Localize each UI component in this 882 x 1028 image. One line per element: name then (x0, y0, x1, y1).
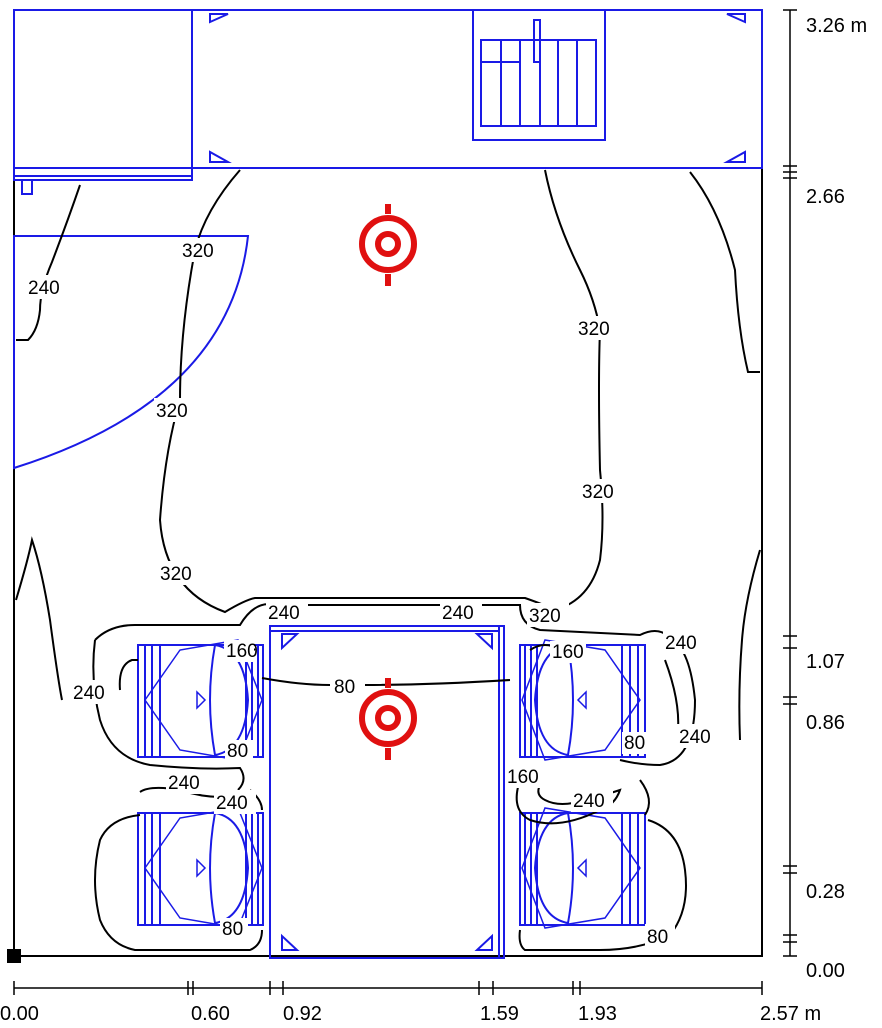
x-tick-label: 1.59 (480, 1003, 519, 1025)
svg-text:240: 240 (442, 603, 474, 624)
x-tick-label: 0.00 (0, 1003, 39, 1025)
target-ring-icon (359, 678, 417, 760)
svg-text:160: 160 (226, 641, 258, 662)
x-tick-label: 0.92 (283, 1003, 322, 1025)
chair-top-left (137, 639, 264, 761)
y-tick-label: 3.26 m (806, 15, 867, 37)
svg-text:240: 240 (679, 727, 711, 748)
x-axis: 0.00 0.60 0.92 1.59 1.93 2.57 m (0, 981, 821, 1025)
iso-label: 80 (220, 918, 248, 940)
iso-label: 80 (645, 924, 675, 948)
svg-text:320: 320 (582, 482, 614, 503)
iso-label: 240 (266, 600, 308, 624)
svg-text:160: 160 (507, 767, 539, 788)
isolux-labels: 320 240 320 320 320 320 240 240 320 240 … (26, 238, 719, 948)
iso-label: 240 (26, 275, 68, 299)
svg-text:240: 240 (73, 683, 105, 704)
y-tick-label: 0.86 (806, 712, 845, 734)
top-counter (13, 9, 763, 195)
svg-text:320: 320 (182, 241, 214, 262)
iso-label: 320 (580, 479, 622, 503)
iso-label: 240 (571, 788, 613, 812)
x-tick-label: 0.60 (191, 1003, 230, 1025)
svg-text:240: 240 (28, 278, 60, 299)
iso-label: 80 (225, 740, 253, 762)
y-axis: 3.26 m 2.66 1.07 0.86 0.28 0.00 (783, 9, 867, 982)
iso-label: 320 (154, 398, 196, 422)
x-axis-end-label: 2.57 m (760, 1003, 821, 1025)
svg-text:80: 80 (222, 919, 243, 940)
iso-label: 320 (527, 603, 569, 627)
svg-text:240: 240 (168, 773, 200, 794)
chair-bottom-right (519, 807, 646, 929)
svg-text:240: 240 (573, 791, 605, 812)
svg-text:320: 320 (529, 606, 561, 627)
iso-label: 320 (158, 561, 200, 585)
iso-label: 240 (214, 790, 256, 814)
iso-label: 240 (166, 770, 208, 794)
svg-text:320: 320 (578, 319, 610, 340)
svg-text:80: 80 (647, 927, 668, 948)
iso-label: 160 (505, 764, 547, 788)
y-tick-label: 2.66 (806, 186, 845, 208)
y-tick-label: 0.00 (806, 960, 845, 982)
iso-label: 240 (677, 724, 719, 748)
svg-text:80: 80 (227, 741, 248, 762)
iso-label: 160 (224, 640, 258, 662)
iso-label: 160 (550, 641, 586, 663)
iso-label: 320 (576, 316, 618, 340)
iso-label: 240 (440, 600, 482, 624)
iso-label: 240 (663, 630, 705, 654)
x-tick-label: 1.93 (578, 1003, 617, 1025)
svg-text:240: 240 (268, 603, 300, 624)
target-ring-icon (359, 204, 417, 286)
svg-text:240: 240 (665, 633, 697, 654)
svg-text:320: 320 (156, 401, 188, 422)
origin-square-icon (7, 949, 21, 963)
iso-label: 240 (71, 680, 113, 704)
svg-text:320: 320 (160, 564, 192, 585)
chair-bottom-left (137, 807, 264, 929)
iso-label: 320 (180, 238, 222, 262)
svg-text:80: 80 (624, 733, 645, 754)
y-tick-label: 1.07 (806, 651, 845, 673)
svg-text:160: 160 (552, 642, 584, 663)
y-tick-label: 0.28 (806, 881, 845, 903)
svg-text:240: 240 (216, 793, 248, 814)
svg-text:80: 80 (334, 677, 355, 698)
iso-label: 80 (622, 732, 650, 754)
iso-label: 80 (332, 674, 362, 698)
